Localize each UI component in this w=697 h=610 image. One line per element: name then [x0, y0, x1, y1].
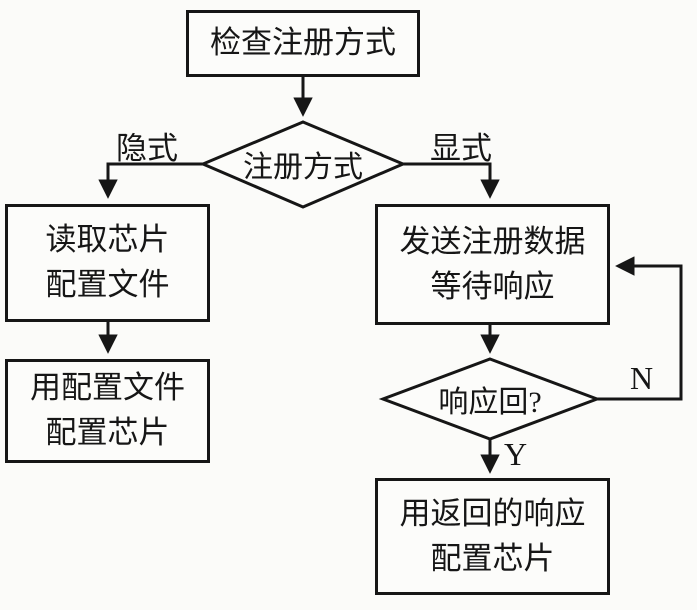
- edge-no-loop: [597, 256, 683, 401]
- decision-response-returned-label: 响应回?: [438, 386, 542, 419]
- edge-label-no: N: [630, 360, 654, 396]
- edge-explicit-branch: [403, 162, 500, 199]
- edge-label-yes: Y: [504, 436, 528, 472]
- node-send-registration-data: 发送注册数据 等待响应: [375, 204, 610, 325]
- node-check-registration-method: 检查注册方式: [186, 10, 420, 77]
- edge-label-implicit: 隐式: [116, 131, 178, 166]
- node-read-chip-config-file: 读取芯片 配置文件: [5, 204, 210, 322]
- node-configure-chip-with-file: 用配置文件 配置芯片: [5, 359, 210, 463]
- decision-registration-method-shape: [199, 120, 407, 209]
- decision-response-returned-shape: [378, 357, 602, 441]
- node-configure-chip-with-response: 用返回的响应 配置芯片: [375, 478, 610, 595]
- edge-label-explicit: 显式: [430, 131, 492, 166]
- decision-registration-method-label: 注册方式: [243, 151, 363, 184]
- edge-implicit-branch: [98, 162, 203, 199]
